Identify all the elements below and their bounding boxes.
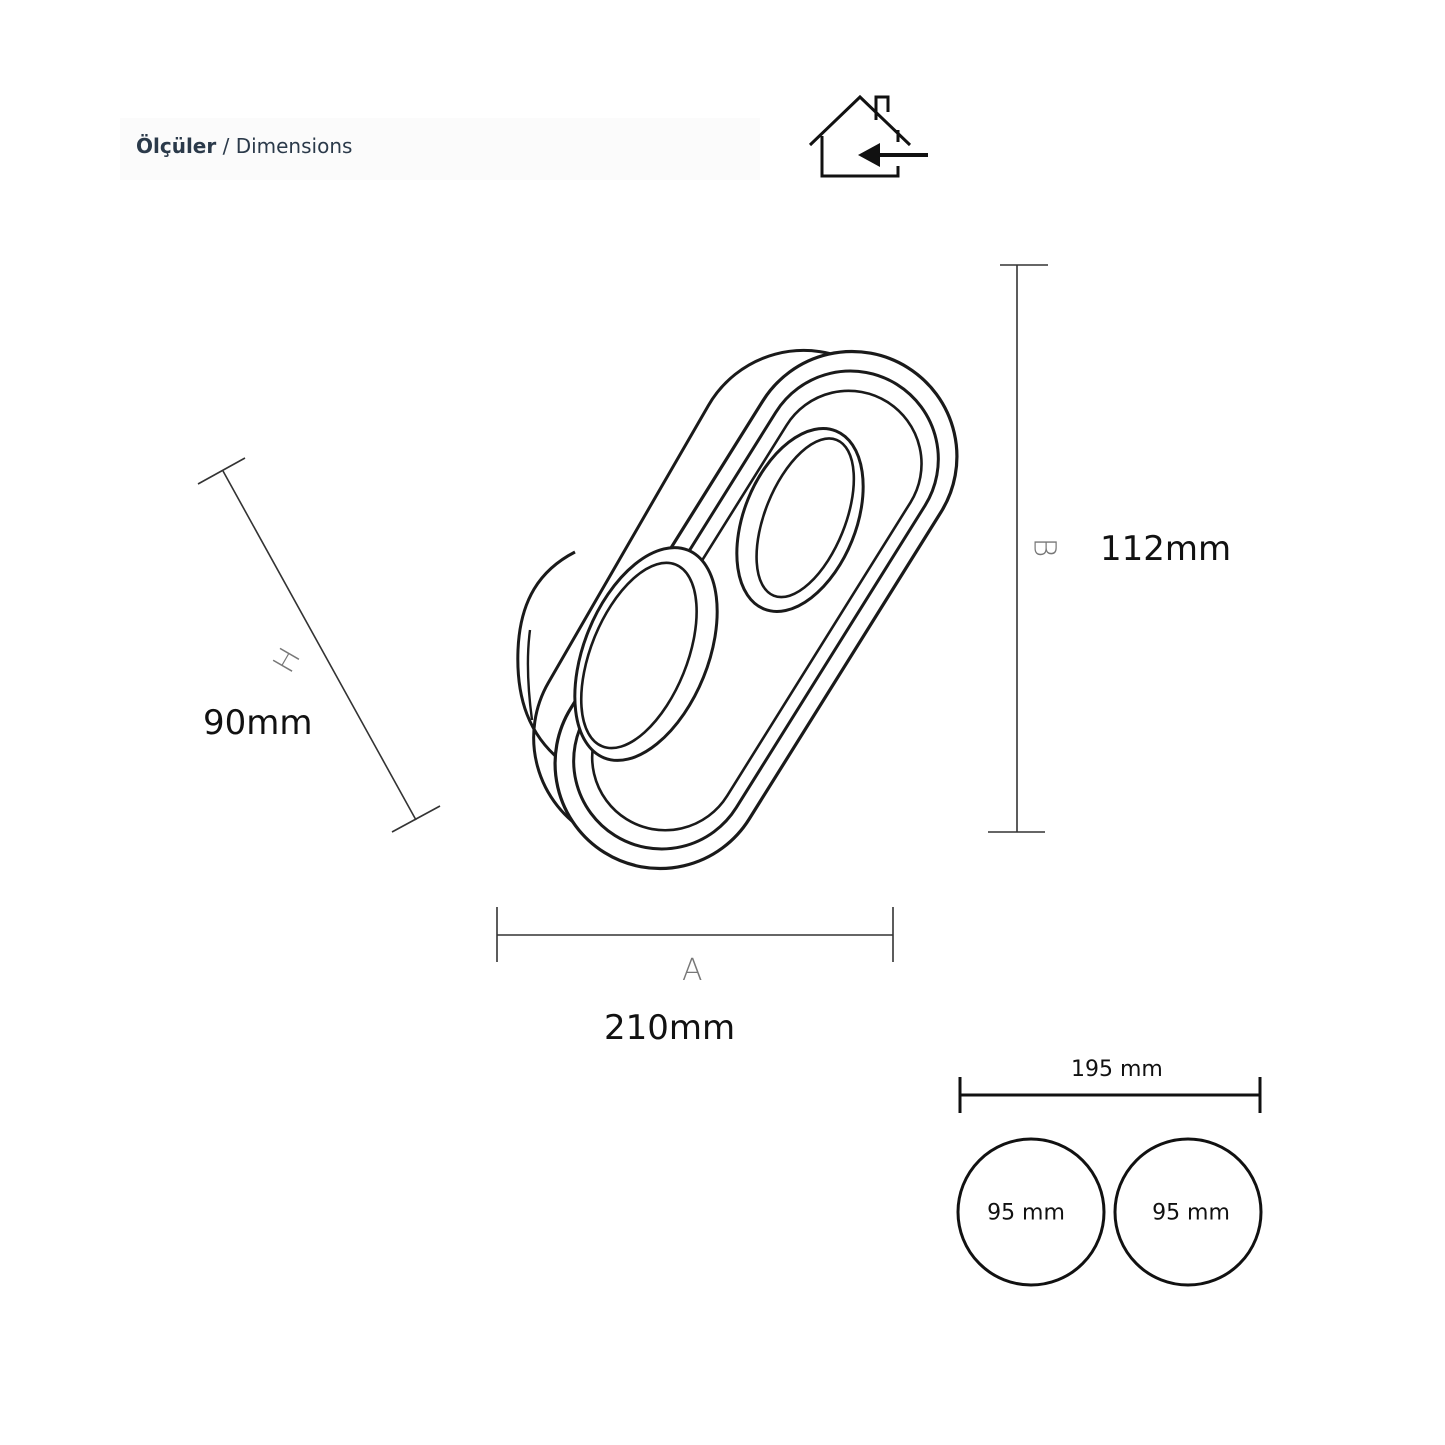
height-dimension-line xyxy=(197,457,441,833)
title-turkish: Ölçüler xyxy=(136,134,217,158)
title-english: Dimensions xyxy=(235,134,353,158)
cutout-hole-right xyxy=(1113,1137,1263,1287)
depth-dimension-line xyxy=(988,264,1048,833)
cutout-hole-left xyxy=(956,1137,1106,1287)
cutout-total-width: 195 mm xyxy=(1071,1057,1163,1082)
house-indoor-arrow-icon xyxy=(808,94,928,178)
page-title: Ölçüler / Dimensions xyxy=(136,134,352,158)
cutout-hole-left-label: 95 mm xyxy=(987,1200,1065,1226)
height-value: 90mm xyxy=(203,703,313,743)
cutout-holes xyxy=(956,1137,1263,1287)
width-dimension-line xyxy=(496,907,894,962)
depth-letter: B xyxy=(1026,537,1062,558)
cutout-hole-right-label: 95 mm xyxy=(1152,1200,1230,1226)
depth-value: 112mm xyxy=(1100,529,1232,569)
width-value: 210mm xyxy=(604,1008,736,1048)
title-separator: / xyxy=(216,134,236,158)
spotlight-fixture-drawing xyxy=(516,348,959,871)
cutout-width-line xyxy=(958,1077,1262,1113)
width-letter: A xyxy=(682,953,703,988)
